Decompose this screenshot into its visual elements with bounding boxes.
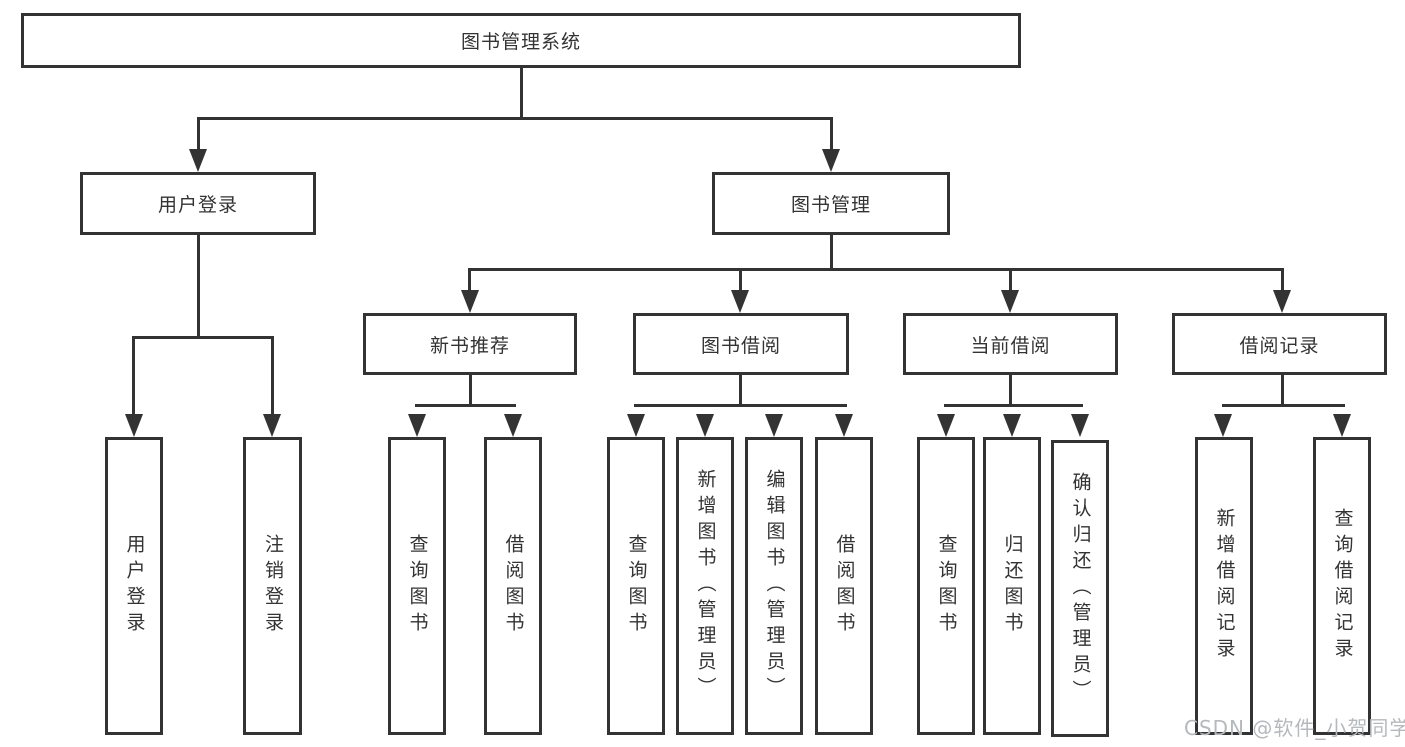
node-label: 查询图书 <box>935 534 958 638</box>
arrow-down-icon <box>504 414 522 437</box>
arrow-down-icon <box>1001 290 1019 313</box>
arrow-down-icon <box>1214 414 1232 437</box>
connector-line <box>468 268 1284 271</box>
leaf-confirm-return-admin: 确认归还（管理员） <box>1051 440 1109 737</box>
connector-line <box>132 336 274 339</box>
node-new-book-recommend: 新书推荐 <box>363 313 577 375</box>
node-current-borrow: 当前借阅 <box>903 313 1118 375</box>
node-label: 图书管理系统 <box>460 31 581 53</box>
connector-line <box>739 268 742 292</box>
node-label: 借阅图书 <box>502 534 525 638</box>
node-label: 用户登录 <box>123 534 146 638</box>
node-label: 借阅图书 <box>833 534 856 638</box>
connector-line <box>1222 404 1345 407</box>
connector-line <box>830 117 833 151</box>
arrow-down-icon <box>125 414 143 437</box>
arrow-down-icon <box>1333 414 1351 437</box>
node-label: 确认归还（管理员） <box>1069 471 1092 706</box>
connector-line <box>468 268 471 292</box>
connector-line <box>944 404 1083 407</box>
connector-line <box>634 404 847 407</box>
connector-line <box>197 117 833 120</box>
node-book-management: 图书管理 <box>712 172 950 235</box>
leaf-return-books: 归还图书 <box>983 437 1041 735</box>
node-label: 图书管理 <box>790 194 871 216</box>
node-label: 借阅记录 <box>1239 334 1320 357</box>
arrow-down-icon <box>731 290 749 313</box>
node-label: 当前借阅 <box>970 334 1051 357</box>
node-label: 新增图书（管理员） <box>694 469 717 703</box>
csdn-watermark: CSDN @软件_小贺同学 <box>1184 716 1405 740</box>
connector-line <box>1281 375 1284 406</box>
arrow-down-icon <box>1003 414 1021 437</box>
arrow-down-icon <box>189 149 207 172</box>
connector-line <box>520 68 523 119</box>
leaf-query-borrow-record: 查询借阅记录 <box>1313 437 1371 735</box>
arrow-down-icon <box>765 414 783 437</box>
arrow-down-icon <box>937 414 955 437</box>
connector-line <box>1281 268 1284 292</box>
leaf-borrow-books-recommend: 借阅图书 <box>484 437 542 735</box>
leaf-query-books-current: 查询图书 <box>917 437 975 735</box>
node-borrow-record: 借阅记录 <box>1172 313 1387 375</box>
node-label: 查询借阅记录 <box>1331 508 1354 664</box>
arrow-down-icon <box>1273 290 1291 313</box>
arrow-down-icon <box>835 414 853 437</box>
connector-line <box>469 375 472 406</box>
arrow-down-icon <box>822 149 840 172</box>
connector-line <box>739 375 742 406</box>
connector-line <box>1009 375 1012 406</box>
node-label: 查询图书 <box>625 534 648 638</box>
node-label: 注销登录 <box>262 534 284 638</box>
node-label: 新增借阅记录 <box>1213 508 1236 664</box>
leaf-query-books-borrow: 查询图书 <box>607 437 665 735</box>
leaf-edit-books-admin: 编辑图书（管理员） <box>745 437 803 735</box>
node-label: 图书借阅 <box>700 334 781 357</box>
connector-line <box>415 404 516 407</box>
node-label: 新书推荐 <box>429 334 510 357</box>
leaf-borrow-books: 借阅图书 <box>815 437 873 735</box>
connector-line <box>197 234 200 338</box>
leaf-add-borrow-record: 新增借阅记录 <box>1195 437 1253 735</box>
arrow-down-icon <box>627 414 645 437</box>
connector-line <box>132 336 135 416</box>
connector-line <box>197 117 200 151</box>
leaf-query-books-recommend: 查询图书 <box>388 437 446 735</box>
node-user-login: 用户登录 <box>80 172 316 235</box>
node-book-borrow: 图书借阅 <box>633 313 849 375</box>
node-label: 编辑图书（管理员） <box>763 469 786 703</box>
node-label: 归还图书 <box>1001 534 1024 638</box>
leaf-user-login: 用户登录 <box>105 437 163 735</box>
node-label: 用户登录 <box>157 194 238 216</box>
connector-line <box>271 336 274 416</box>
connector-line <box>1009 268 1012 292</box>
arrow-down-icon <box>1071 414 1089 437</box>
leaf-logout: 注销登录 <box>243 437 302 735</box>
node-label: 查询图书 <box>406 534 429 638</box>
arrow-down-icon <box>263 414 281 437</box>
node-library-system: 图书管理系统 <box>21 13 1021 68</box>
arrow-down-icon <box>461 290 479 313</box>
connector-line <box>830 234 833 270</box>
leaf-add-books-admin: 新增图书（管理员） <box>676 437 734 735</box>
arrow-down-icon <box>696 414 714 437</box>
arrow-down-icon <box>408 414 426 437</box>
